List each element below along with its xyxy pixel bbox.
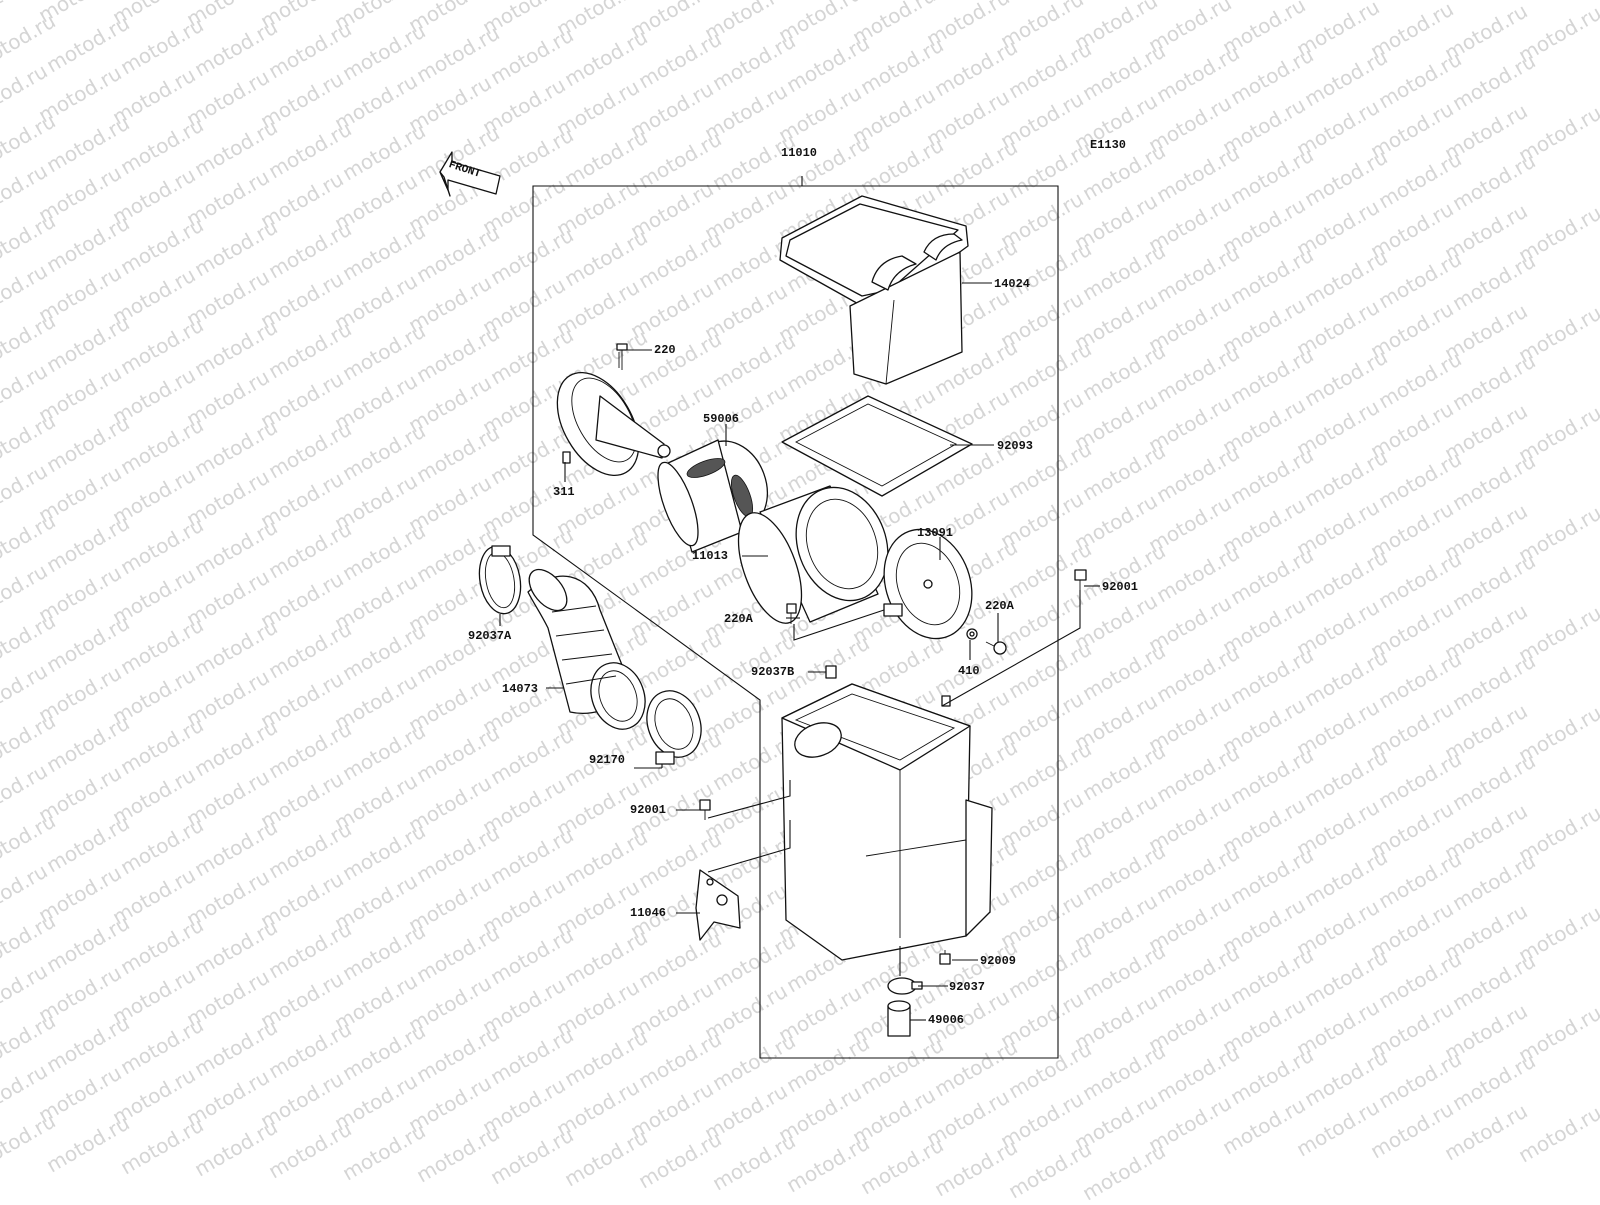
part-label-11013[interactable]: 11013 — [692, 549, 729, 563]
leader-lines — [499, 282, 1100, 1021]
part-label-14024[interactable]: 14024 — [994, 277, 1031, 291]
intake-duct-part — [527, 568, 646, 730]
front-arrow-icon — [439, 151, 501, 197]
clamp-92037a-part — [478, 545, 522, 615]
air-box-lid-part — [779, 195, 969, 385]
screw-220-part — [616, 343, 628, 370]
part-label-220a-left[interactable]: 220A — [724, 612, 753, 626]
drain-plug-49006-part — [887, 1000, 911, 1037]
part-label-311[interactable]: 311 — [553, 485, 575, 499]
part-label-14073[interactable]: 14073 — [502, 682, 539, 696]
clamp-92170-part — [646, 690, 702, 765]
part-label-92009[interactable]: 92009 — [980, 954, 1017, 968]
part-label-13091[interactable]: 13091 — [917, 526, 954, 540]
air-filter-element-part — [737, 485, 889, 624]
part-label-59006[interactable]: 59006 — [703, 412, 740, 426]
air-box-case-part — [781, 683, 993, 961]
part-label-92037b[interactable]: 92037B — [751, 665, 795, 679]
fasteners — [699, 569, 1087, 965]
part-label-49006[interactable]: 49006 — [928, 1013, 965, 1027]
cover-plate-part — [883, 528, 973, 640]
part-label-410[interactable]: 410 — [958, 664, 980, 678]
part-label-92093[interactable]: 92093 — [997, 439, 1034, 453]
part-label-11046[interactable]: 11046 — [630, 906, 667, 920]
part-label-220[interactable]: 220 — [654, 343, 676, 357]
element-holder-part — [556, 371, 671, 477]
part-label-92001-top[interactable]: 92001 — [1102, 580, 1139, 594]
part-label-92001-bottom[interactable]: 92001 — [630, 803, 667, 817]
screen-part — [657, 439, 768, 553]
bracket-11046-part — [695, 869, 741, 941]
part-label-92037[interactable]: 92037 — [949, 980, 986, 994]
part-label-11010[interactable]: 11010 — [781, 146, 818, 160]
clamp-92037-part — [887, 977, 923, 995]
assembly-outline — [532, 176, 1059, 1059]
part-label-220a-right[interactable]: 220A — [985, 599, 1014, 613]
gasket-part — [781, 395, 973, 497]
part-label-92170[interactable]: 92170 — [589, 753, 626, 767]
part-label-92037a[interactable]: 92037A — [468, 629, 512, 643]
diagram-code-label: E1130 — [1090, 138, 1127, 152]
